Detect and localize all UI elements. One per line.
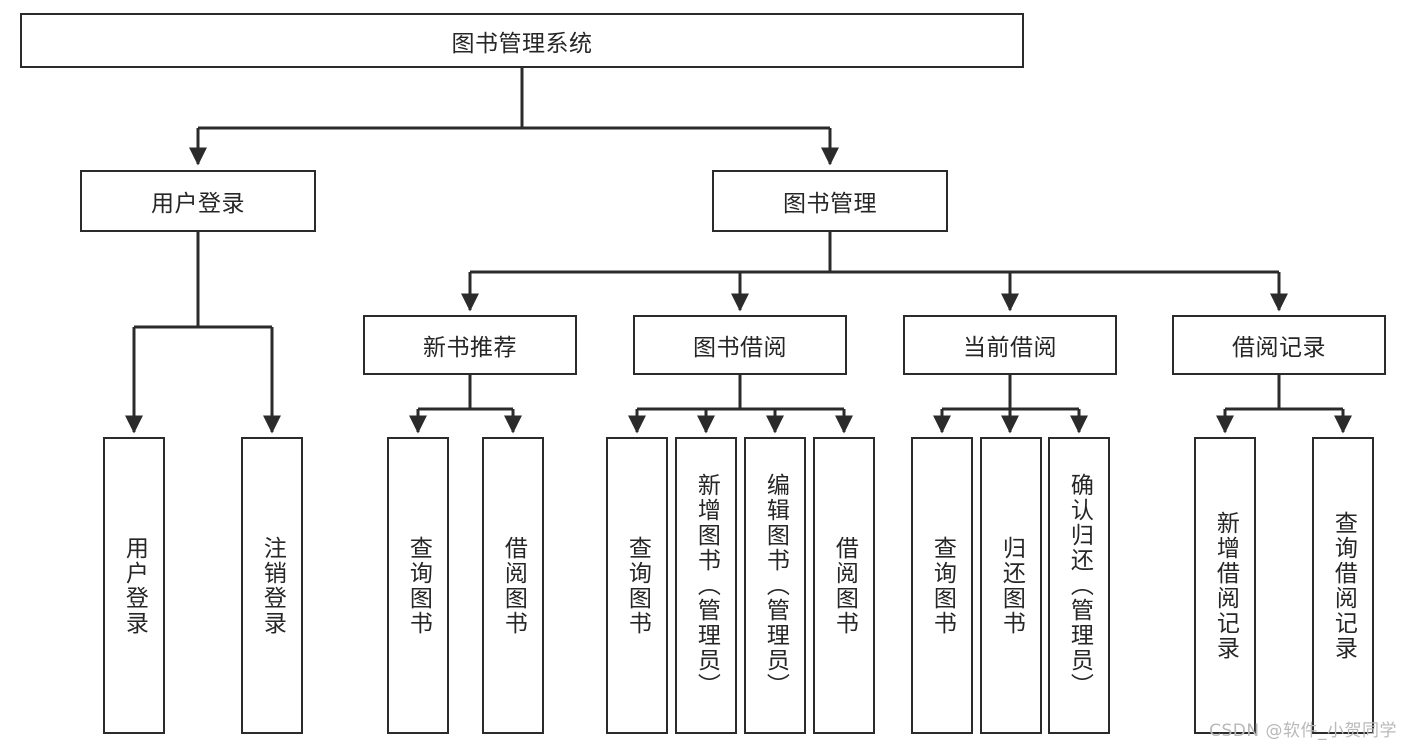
node-borrow-record[interactable]: 借阅记录 xyxy=(1172,315,1386,375)
node-leaf-logout[interactable]: 注销登录 xyxy=(241,437,303,734)
node-leaf-query-borrow-record[interactable]: 查询借阅记录 xyxy=(1312,437,1374,734)
node-leaf-query-book-borrow[interactable]: 查询图书 xyxy=(606,437,668,734)
node-leaf-add-book[interactable]: 新增图书（管理员） xyxy=(675,437,737,734)
node-leaf-edit-book[interactable]: 编辑图书（管理员） xyxy=(744,437,806,734)
node-leaf-user-login[interactable]: 用户登录 xyxy=(103,437,165,734)
node-leaf-query-book-recommend[interactable]: 查询图书 xyxy=(387,437,449,734)
node-user-login[interactable]: 用户登录 xyxy=(80,170,316,232)
node-leaf-add-borrow-record[interactable]: 新增借阅记录 xyxy=(1194,437,1256,734)
node-new-book-recommend[interactable]: 新书推荐 xyxy=(363,315,577,375)
node-current-borrow[interactable]: 当前借阅 xyxy=(903,315,1117,375)
node-book-borrow[interactable]: 图书借阅 xyxy=(633,315,847,375)
node-book-manage[interactable]: 图书管理 xyxy=(712,170,948,232)
node-leaf-confirm-return[interactable]: 确认归还（管理员） xyxy=(1048,437,1110,734)
node-root[interactable]: 图书管理系统 xyxy=(20,13,1024,68)
node-leaf-borrow-book[interactable]: 借阅图书 xyxy=(813,437,875,734)
node-leaf-return-book[interactable]: 归还图书 xyxy=(980,437,1042,734)
node-leaf-borrow-book-recommend[interactable]: 借阅图书 xyxy=(482,437,544,734)
node-leaf-query-book-current[interactable]: 查询图书 xyxy=(911,437,973,734)
